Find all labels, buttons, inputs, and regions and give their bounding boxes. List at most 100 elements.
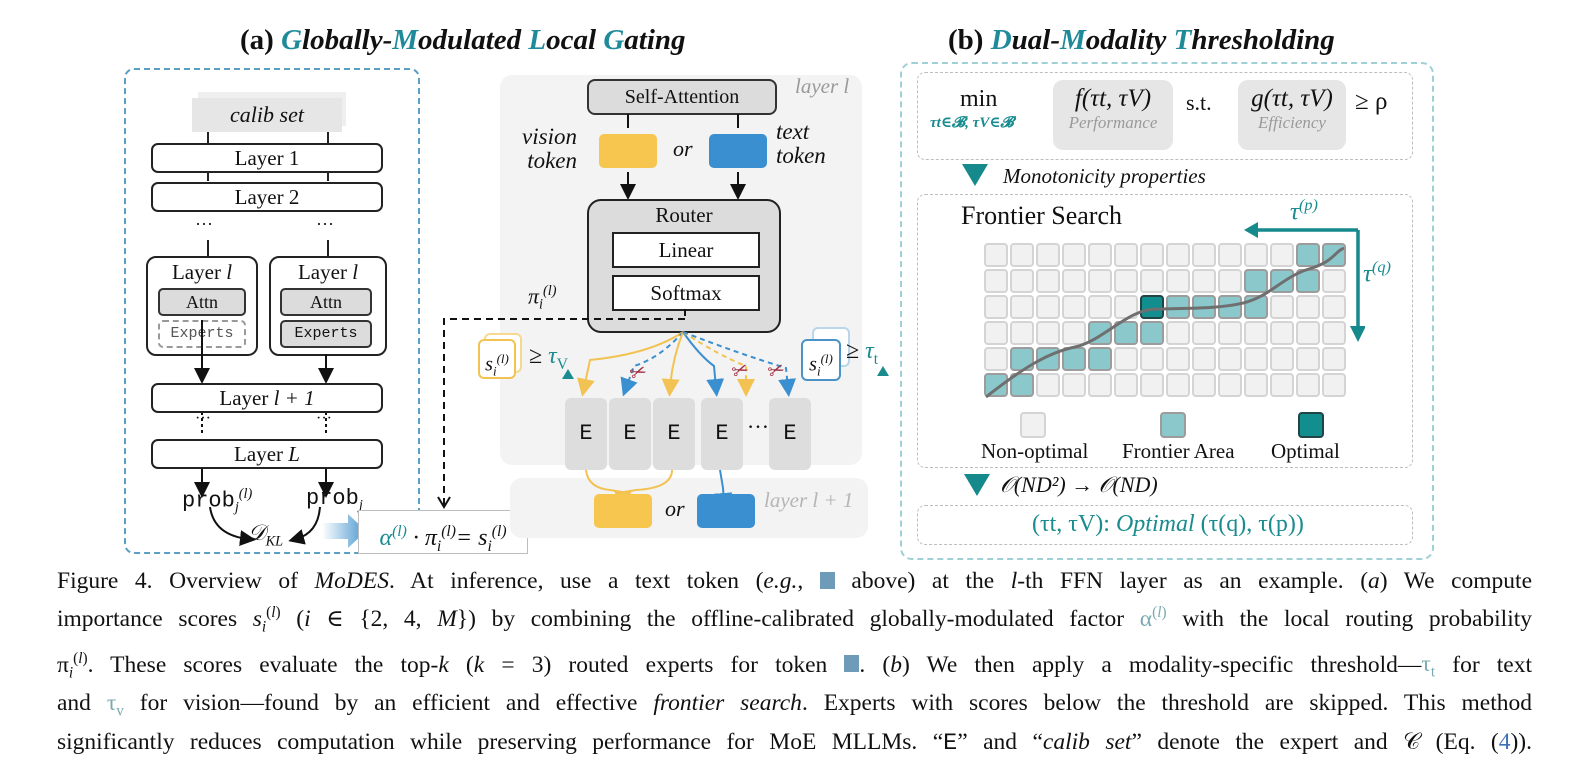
panel-a-frame xyxy=(124,68,420,554)
objective-min: min xyxy=(960,86,998,112)
grid-cell-non xyxy=(1036,373,1060,397)
grid-cell-non xyxy=(1218,269,1242,293)
grid-cell-non xyxy=(984,243,1008,267)
self-attention-block: Self-Attention xyxy=(587,79,777,115)
layer-2-box: Layer 2 xyxy=(151,182,383,212)
caption-line: and τv for vision—found by an efficient … xyxy=(57,690,1532,720)
grid-cell-non xyxy=(1010,269,1034,293)
experts-block: Experts xyxy=(280,320,372,348)
grid-cell-non xyxy=(1270,243,1294,267)
grid-cell-non xyxy=(1244,347,1268,371)
grid-cell-non xyxy=(1244,321,1268,345)
grid-cell-non xyxy=(1036,295,1060,319)
grid-cell-non xyxy=(1088,243,1112,267)
attn-block: Attn xyxy=(158,288,246,316)
vision-score-card: si(l) xyxy=(478,339,516,379)
grid-cell-non xyxy=(1244,243,1268,267)
grid-cell-non xyxy=(1218,347,1242,371)
grid-cell-non xyxy=(1322,269,1346,293)
caption-line: significantly reduces computation while … xyxy=(57,728,1532,757)
title-fragment: ocal xyxy=(546,24,604,56)
layer-l-tag: layer l xyxy=(795,74,850,98)
grid-cell-non xyxy=(984,269,1008,293)
grid-cell-non xyxy=(1192,269,1216,293)
grid-cell-non xyxy=(1296,321,1320,345)
text-token xyxy=(709,134,767,168)
panel-a-title: (a) Globally-Modulated Local Gating xyxy=(240,24,686,57)
grid-cell-non xyxy=(984,347,1008,371)
blue-arrow-icon xyxy=(322,514,366,548)
expert-block: E xyxy=(565,398,607,470)
tau-p-label: τ(p) xyxy=(1290,196,1318,226)
grid-cell-front xyxy=(1244,269,1268,293)
connector xyxy=(327,132,329,144)
grid-cell-non xyxy=(1114,347,1138,371)
experts-ellipsis: … xyxy=(747,408,769,433)
grid-cell-non xyxy=(1166,243,1190,267)
title-fragment: ating xyxy=(624,24,686,56)
grid-cell-front xyxy=(1140,321,1164,345)
triangle-up-icon xyxy=(562,369,574,379)
constraint-rho: ≥ ρ xyxy=(1355,88,1388,115)
grid-cell-front xyxy=(1296,243,1320,267)
title-fragment: G xyxy=(603,24,625,56)
title-fragment: T xyxy=(1173,24,1192,56)
layer-l-plus-1-box: Layer l + 1 xyxy=(151,383,383,413)
connector xyxy=(207,171,209,181)
grid-cell-non xyxy=(1192,347,1216,371)
caption-line: importance scores si(l) (i ∈ {2, 4, M}) … xyxy=(57,604,1533,636)
legend-label-optimal: Optimal xyxy=(1271,439,1340,463)
grid-cell-front xyxy=(1036,347,1060,371)
grid-cell-non xyxy=(1166,269,1190,293)
ellipsis: ··· xyxy=(316,214,334,234)
title-fragment: D xyxy=(990,24,1012,56)
calib-set: calib set xyxy=(192,98,342,132)
title-fragment: M xyxy=(1060,24,1086,56)
grid-cell-front xyxy=(1114,321,1138,345)
grid-cell-non xyxy=(1166,347,1190,371)
result-expression: (τt, τV): Optimal (τ(q), τ(p)) xyxy=(1032,511,1304,537)
panel-b-frame xyxy=(900,62,1434,560)
legend-label-frontier: Frontier Area xyxy=(1122,439,1235,463)
grid-cell-non xyxy=(1322,347,1346,371)
grid-cell-non xyxy=(1270,295,1294,319)
title-fragment: G xyxy=(281,24,303,56)
grid-cell-non xyxy=(1296,295,1320,319)
connector xyxy=(207,132,209,144)
or-label: or xyxy=(665,496,685,521)
text-score-card: si(l) xyxy=(801,339,841,381)
frontier-search-title: Frontier Search xyxy=(961,201,1123,230)
legend-label-non-optimal: Non-optimal xyxy=(981,439,1089,463)
grid-cell-non xyxy=(1192,243,1216,267)
vision-token xyxy=(599,134,657,168)
title-fragment: lobally- xyxy=(302,24,393,56)
grid-cell-non xyxy=(1140,347,1164,371)
grid-cell-non xyxy=(1166,373,1190,397)
ellipsis: ··· xyxy=(195,410,211,427)
grid-cell-non xyxy=(1270,347,1294,371)
connector xyxy=(207,240,209,258)
grid-cell-non xyxy=(1296,347,1320,371)
title-fragment: odulated xyxy=(418,24,529,56)
prob-full: probj xyxy=(306,486,363,514)
frontier-curve xyxy=(985,246,1345,399)
attn-block: Attn xyxy=(280,288,372,316)
grid-cell-non xyxy=(1322,321,1346,345)
performance-term: f(τt, τV) Performance xyxy=(1053,80,1173,150)
grid-cell-non xyxy=(1192,321,1216,345)
result-box xyxy=(917,505,1413,545)
grid-cell-non xyxy=(1166,321,1190,345)
expert-block: E xyxy=(653,398,695,470)
title-fragment: L xyxy=(528,24,547,56)
title-prefix: (b) xyxy=(948,24,991,56)
grid-cell-non xyxy=(1062,295,1086,319)
grid-cell-non xyxy=(1114,295,1138,319)
frontier-search-box xyxy=(917,194,1413,468)
grid-cell-non xyxy=(1270,321,1294,345)
grid-cell-non xyxy=(1218,321,1242,345)
grid-cell-non xyxy=(1114,373,1138,397)
pi-dashed-connector xyxy=(437,309,686,509)
layer-l-plus-1-panel xyxy=(510,478,868,538)
